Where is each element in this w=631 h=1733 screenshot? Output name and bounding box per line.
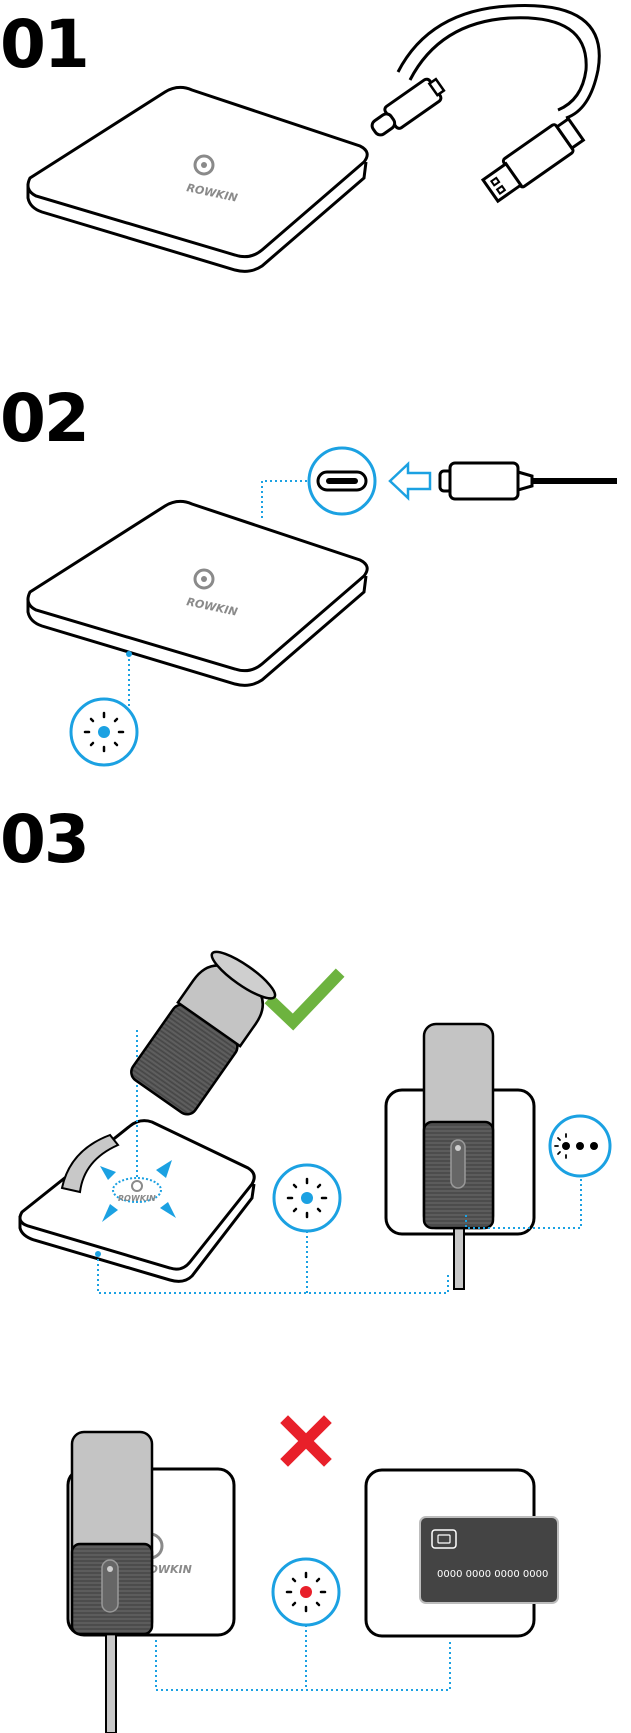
speaker-on-pad-front-view: [384, 1022, 536, 1290]
pad-brand-label-03: ROWKIN: [118, 1194, 156, 1203]
led-callout-blinking-icon: [465, 1114, 612, 1229]
led-indicator-callout-red-icon: [155, 1557, 451, 1691]
cross-icon: [280, 1415, 332, 1467]
step-01-charging-pad: ROWKIN: [26, 85, 369, 273]
step-number-03: 03: [0, 801, 90, 878]
insert-arrow-icon: [388, 461, 432, 501]
led-indicator-callout-blue-icon: [69, 651, 139, 767]
usb-c-port-callout-icon: [261, 446, 377, 518]
rowkin-logo-icon: [193, 154, 215, 176]
step-number-01: 01: [0, 6, 90, 83]
usb-c-cable-icon: [370, 4, 601, 204]
tilted-speaker: [130, 950, 277, 1116]
step-02-charging-pad: ROWKIN: [26, 499, 369, 687]
rowkin-logo-icon: [193, 568, 215, 590]
card-number: 0000 0000 0000 0000: [437, 1569, 548, 1580]
step-number-02: 02: [0, 380, 90, 457]
credit-card-icon: 0000 0000 0000 0000: [419, 1516, 559, 1604]
pad-with-card-on-top: 0000 0000 0000 0000: [364, 1468, 559, 1638]
pad-with-speaker-placement: ROWKIN: [18, 950, 277, 1283]
led-indicator-callout-blue-icon: [95, 1163, 449, 1294]
speaker-off-center-on-pad: ROWKIN: [66, 1430, 236, 1733]
check-icon: [264, 968, 345, 1031]
usb-c-plug-icon: [438, 461, 617, 501]
